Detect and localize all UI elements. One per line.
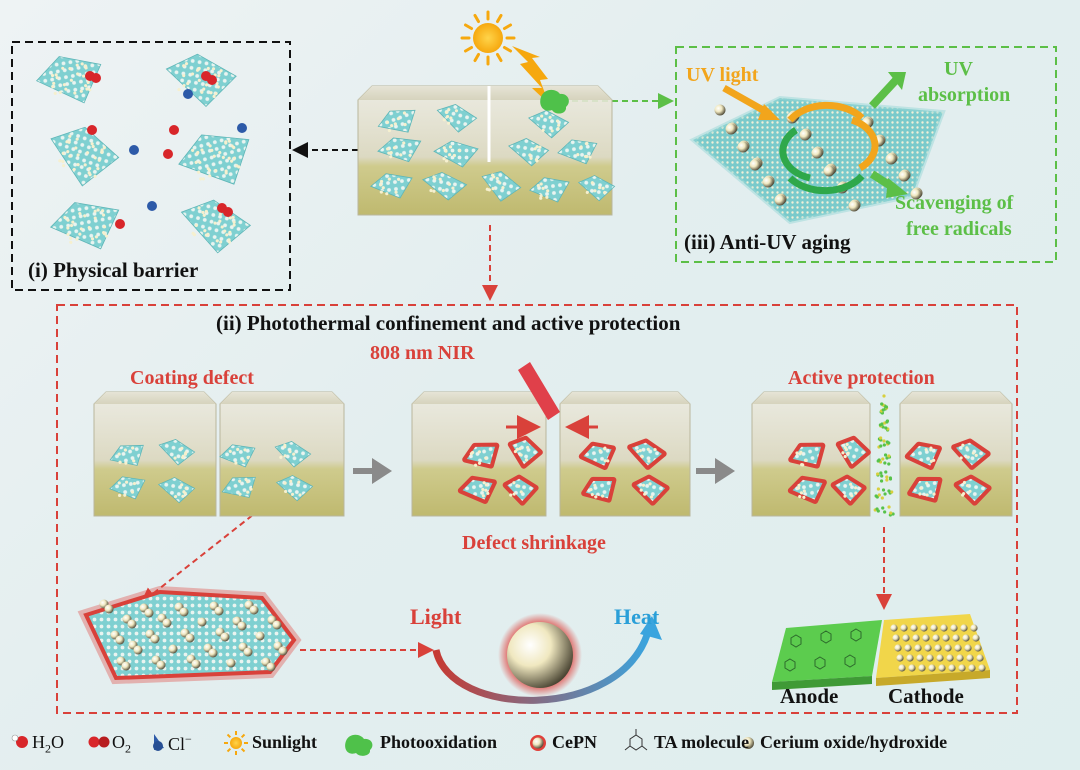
arrow-to-cepn-zoom bbox=[140, 502, 269, 604]
h2o-icon bbox=[11, 734, 28, 748]
legend-cepn: CePN bbox=[552, 732, 597, 752]
legend-h2o: H2O bbox=[32, 732, 64, 756]
barrier-nanosheets bbox=[35, 53, 252, 254]
defect-shrinkage-label: Defect shrinkage bbox=[462, 532, 606, 554]
anti-uv-frame bbox=[675, 46, 1057, 263]
cl-icon bbox=[153, 734, 164, 751]
light-heat-arc bbox=[432, 630, 652, 704]
cathode-label: Cathode bbox=[888, 684, 964, 708]
photothermal-boxes bbox=[93, 391, 1013, 517]
legend-ta-molecule: TA molecule bbox=[654, 732, 750, 752]
scavenging-label-2: free radicals bbox=[906, 218, 1012, 240]
active-protection-label: Active protection bbox=[788, 367, 935, 389]
cepn-zoom-sheet bbox=[77, 585, 302, 685]
heat-arrowhead bbox=[640, 616, 662, 640]
photothermal-title: (ii) Photothermal confinement and active… bbox=[216, 311, 681, 335]
photooxidation-icon bbox=[540, 89, 569, 114]
lightning-icon bbox=[512, 46, 549, 104]
uv-light-label: UV light bbox=[686, 64, 759, 86]
uv-absorption-label-2: absorption bbox=[918, 84, 1011, 106]
uv-light-arrowhead bbox=[758, 104, 780, 120]
ta-molecule-icon bbox=[624, 729, 648, 751]
nir-label: 808 nm NIR bbox=[370, 342, 475, 364]
anode-label: Anode bbox=[780, 684, 839, 708]
active-protection-particles bbox=[873, 394, 895, 517]
legend-sunlight: Sunlight bbox=[252, 732, 318, 752]
uv-absorption-arrowhead bbox=[888, 72, 906, 90]
scavenging-label-1: Scavenging of bbox=[895, 192, 1014, 214]
physical-barrier-frame bbox=[11, 41, 291, 291]
legend-photooxidation: Photooxidation bbox=[380, 732, 498, 752]
photothermal-frame bbox=[56, 304, 1018, 714]
legend-cl: Cl− bbox=[168, 732, 192, 754]
anti-uv-title: (iii) Anti-UV aging bbox=[684, 230, 851, 254]
process-arrow-1 bbox=[353, 458, 392, 484]
process-arrow-2 bbox=[696, 458, 735, 484]
cerium-icon bbox=[742, 737, 754, 749]
o2-icon bbox=[88, 736, 110, 748]
nir-beam bbox=[518, 362, 560, 420]
physical-barrier-title: (i) Physical barrier bbox=[28, 258, 199, 282]
cepn-icon bbox=[530, 735, 546, 751]
heat-label: Heat bbox=[614, 604, 660, 629]
legend-o2: O2 bbox=[112, 732, 131, 756]
sunlight-icon bbox=[224, 731, 248, 755]
light-label: Light bbox=[410, 604, 462, 629]
legend-icons bbox=[11, 729, 754, 756]
sun-icon bbox=[460, 10, 516, 66]
cerium-particle bbox=[507, 622, 573, 688]
anti-uv-sheet bbox=[689, 95, 946, 225]
anode-plate bbox=[772, 620, 882, 690]
top-box-nanosheets bbox=[370, 103, 616, 203]
uv-absorption-label-1: UV bbox=[944, 58, 973, 80]
uv-absorption-arrow bbox=[869, 77, 899, 109]
cathode-plate bbox=[876, 614, 990, 686]
scavenging-arrowhead bbox=[886, 178, 908, 198]
coating-defect-label: Coating defect bbox=[130, 367, 254, 389]
photooxidation-legend-icon bbox=[345, 734, 373, 756]
legend-cerium: Cerium oxide/hydroxide bbox=[760, 732, 948, 752]
